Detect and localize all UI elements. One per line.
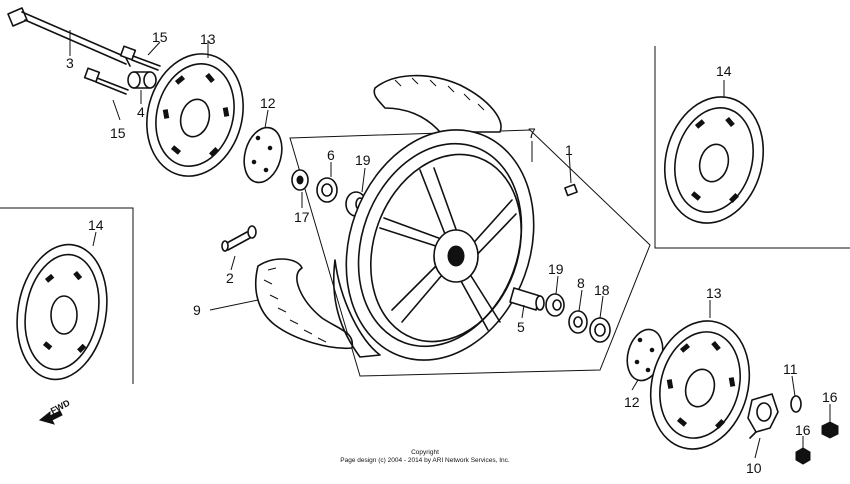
callout-10: 10 [746, 460, 762, 476]
retainer-ring [790, 395, 802, 413]
callout-17: 17 [294, 209, 310, 225]
fwd-arrow-icon [38, 410, 63, 425]
bearing-left [316, 177, 338, 203]
callout-11: 11 [783, 361, 798, 377]
callout-19: 19 [355, 152, 371, 168]
brake-disc-inset-right [663, 96, 765, 224]
wheel [332, 129, 535, 361]
callout-13: 13 [200, 31, 216, 47]
nut-lower [795, 447, 811, 465]
callout-14: 14 [716, 63, 732, 79]
valve [221, 225, 257, 252]
seal [291, 169, 309, 191]
callout-2: 2 [226, 270, 234, 286]
tire-upper-fragment [373, 74, 502, 133]
callout-18: 18 [594, 282, 610, 298]
hub-plate-lower [626, 328, 664, 382]
callout-4: 4 [137, 104, 145, 120]
right-disc-inset-box [654, 46, 850, 249]
callout-16: 16 [795, 422, 811, 438]
hub-plate-upper [243, 126, 283, 184]
bolt-upper [119, 45, 161, 71]
rear-disc-inset-box [0, 207, 134, 384]
axle [7, 7, 131, 67]
brake-disc-upper-left [146, 53, 244, 177]
callout-16: 16 [822, 389, 838, 405]
copyright-line-1: Copyright [411, 449, 439, 456]
callout-13: 13 [706, 285, 722, 301]
speedometer-gearbox [747, 393, 779, 439]
brake-disc-lower-right [649, 320, 751, 450]
collar [127, 71, 157, 89]
callout-15: 15 [110, 125, 126, 141]
tire [254, 258, 354, 350]
callout-19: 19 [548, 261, 564, 277]
callout-6: 6 [327, 147, 335, 163]
bolt-lower [83, 67, 129, 95]
callout-5: 5 [517, 319, 525, 335]
copyright-line-2: Page design (c) 2004 - 2014 by ARI Netwo… [340, 457, 510, 464]
callout-1: 1 [565, 142, 573, 158]
callout-3: 3 [66, 55, 74, 71]
bearing-right [568, 310, 588, 334]
nut-upper [821, 421, 839, 439]
callout-12: 12 [260, 95, 276, 111]
callout-9: 9 [193, 302, 201, 318]
callout-8: 8 [577, 275, 585, 291]
callout-14: 14 [88, 217, 104, 233]
callouts: 3 15 13 4 15 12 6 19 17 7 1 2 9 5 19 8 1… [66, 29, 838, 476]
seal-right [589, 317, 611, 343]
spacer-lower [545, 293, 565, 317]
brake-disc-inset-left [16, 243, 108, 381]
balance-weight [564, 183, 578, 197]
callout-7: 7 [528, 125, 536, 141]
collar-right [509, 287, 545, 311]
callout-15: 15 [152, 29, 168, 45]
callout-12: 12 [624, 394, 640, 410]
leader-lines [69, 30, 831, 459]
